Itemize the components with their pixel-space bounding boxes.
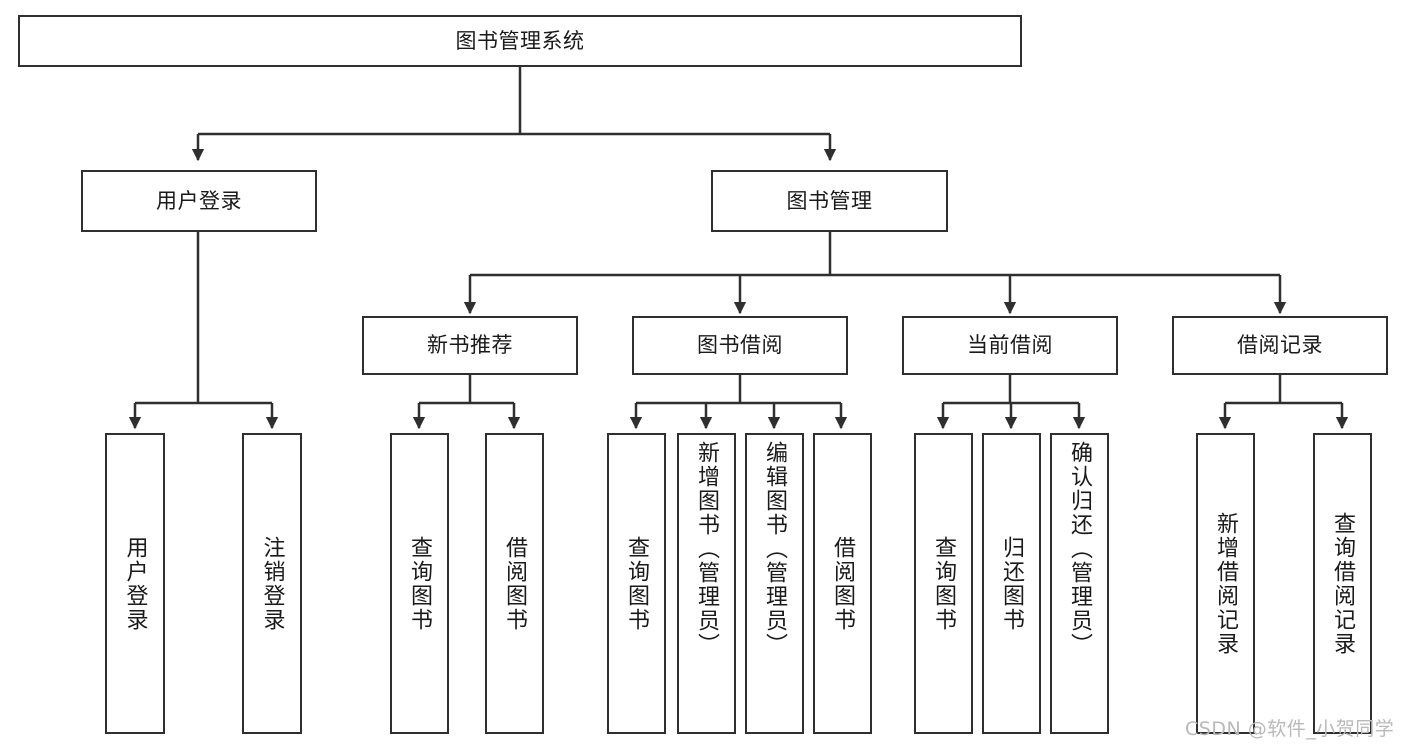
leaf-query-book-3-label: 查询图书 (931, 535, 957, 632)
leaf-add-book[interactable]: 新增图书（管理员） (677, 433, 736, 734)
leaf-add-record[interactable]: 新增借阅记录 (1196, 433, 1255, 734)
leaf-user-login-label: 用户登录 (122, 535, 148, 632)
node-book-manage[interactable]: 图书管理 (711, 170, 948, 232)
leaf-query-record-label: 查询借阅记录 (1330, 511, 1356, 656)
node-new-book-recommend-label: 新书推荐 (427, 333, 513, 358)
leaf-query-book-2[interactable]: 查询图书 (607, 433, 666, 734)
leaf-query-book-3[interactable]: 查询图书 (914, 433, 973, 734)
leaf-edit-book[interactable]: 编辑图书（管理员） (745, 433, 804, 734)
leaf-query-book-1[interactable]: 查询图书 (390, 433, 449, 734)
node-user-login-label: 用户登录 (156, 188, 242, 213)
node-user-login[interactable]: 用户登录 (81, 170, 317, 232)
leaf-query-book-2-label: 查询图书 (624, 535, 650, 632)
leaf-borrow-book-2-label: 借阅图书 (830, 535, 856, 632)
leaf-user-logout[interactable]: 注销登录 (242, 433, 302, 734)
leaf-query-book-1-label: 查询图书 (407, 535, 433, 632)
leaf-borrow-book-2[interactable]: 借阅图书 (813, 433, 872, 734)
node-current-borrow[interactable]: 当前借阅 (902, 316, 1118, 375)
leaf-add-book-label: 新增图书（管理员） (694, 441, 720, 657)
node-root[interactable]: 图书管理系统 (18, 15, 1022, 67)
leaf-confirm-return[interactable]: 确认归还（管理员） (1050, 433, 1109, 734)
leaf-return-book-label: 归还图书 (999, 535, 1025, 632)
csdn-watermark: CSDN @软件_小贺同学 (1185, 718, 1395, 740)
leaf-user-logout-label: 注销登录 (259, 535, 285, 632)
node-current-borrow-label: 当前借阅 (967, 333, 1053, 358)
node-root-label: 图书管理系统 (455, 28, 585, 53)
leaf-query-record[interactable]: 查询借阅记录 (1313, 433, 1372, 734)
node-book-borrow-label: 图书借阅 (697, 333, 783, 358)
leaf-borrow-book-1[interactable]: 借阅图书 (485, 433, 544, 734)
leaf-add-record-label: 新增借阅记录 (1213, 511, 1239, 656)
node-new-book-recommend[interactable]: 新书推荐 (362, 316, 578, 375)
leaf-confirm-return-label: 确认归还（管理员） (1067, 441, 1093, 657)
leaf-return-book[interactable]: 归还图书 (982, 433, 1041, 734)
leaf-edit-book-label: 编辑图书（管理员） (762, 441, 788, 657)
node-borrow-record[interactable]: 借阅记录 (1172, 316, 1388, 375)
node-book-borrow[interactable]: 图书借阅 (632, 316, 848, 375)
node-borrow-record-label: 借阅记录 (1237, 333, 1323, 358)
leaf-user-login[interactable]: 用户登录 (105, 433, 165, 734)
node-book-manage-label: 图书管理 (786, 188, 873, 213)
leaf-borrow-book-1-label: 借阅图书 (502, 535, 528, 632)
